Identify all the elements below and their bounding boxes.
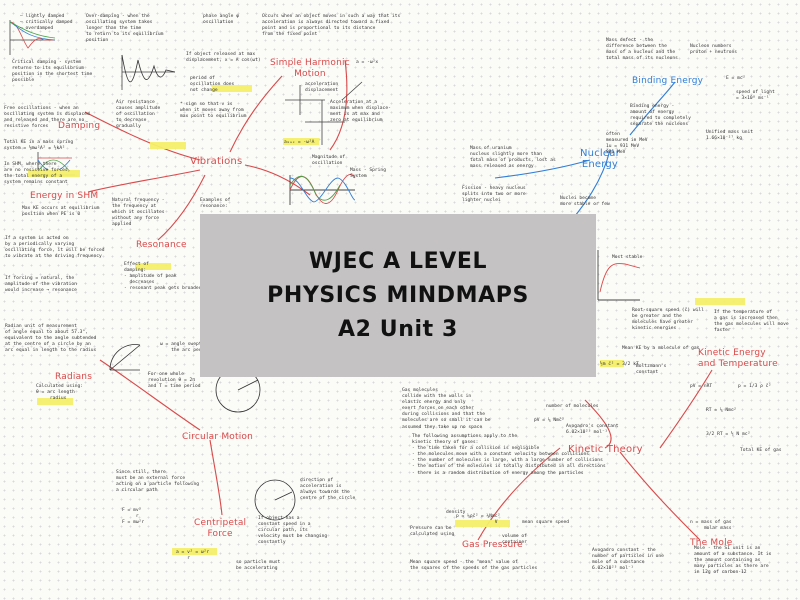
note: Binding energy - amount of energy requir… (630, 104, 691, 128)
note: period of oscillation does not change (190, 76, 235, 94)
note: — lightly damped — critically damped — o… (20, 14, 73, 32)
note: a = -ω²x (356, 60, 379, 65)
note: * sign so that v is when it moves away f… (180, 102, 247, 120)
note: Nuclei become more stable or few (560, 196, 610, 208)
note: p = ⅓ρc̄² = ⅓Nmc² V (456, 514, 501, 526)
note: Magnitude of oscillation (312, 155, 346, 167)
note: speed of light = 3×10⁸ ms⁻¹ (736, 90, 775, 102)
topic-damping: Damping (58, 121, 101, 131)
topic-gas-pressure: Gas Pressure (462, 540, 523, 550)
topic-nuclear-energy: Nuclear Energy (580, 148, 620, 170)
note: Mean KE by a molecule of gas (622, 346, 700, 351)
note: Max KE occurs at equilibrium position wh… (22, 206, 100, 218)
note: Calculated using: θ = arc length radius (36, 384, 84, 402)
topic-resonance: Resonance (136, 240, 187, 250)
note: Total KE in a mass spring system = ½mω²A… (4, 140, 74, 152)
note: 3/2 RT = ½ N mc² (706, 432, 751, 437)
topic-vibrations: Vibrations (190, 156, 243, 167)
note: mean square speed (522, 520, 570, 525)
note: pV = nRT (690, 384, 713, 389)
highlight (212, 85, 252, 92)
topic-centripetal-force: Centripetal Force (194, 518, 247, 539)
note: ½m c̄² = 3/2 kT (600, 362, 639, 367)
note: RT = ⅓ Nmc² (706, 408, 737, 413)
note: Boltzmann's constant (636, 364, 667, 376)
topic-energy-in-shm: Energy in SHM (30, 191, 99, 201)
highlight (37, 398, 73, 405)
note: Mass of uranium nucleus slightly more th… (470, 146, 556, 170)
highlight (455, 520, 510, 527)
note: Occurs when an object moves in such a wa… (262, 14, 401, 38)
note: Mean square speed - the "mean" value of … (410, 560, 538, 572)
highlight (28, 170, 80, 177)
note: Gas molecules collide with the walls in … (402, 388, 491, 430)
topic-the-mole: The Mole (690, 538, 733, 548)
note: Natural frequency - the frequency at whi… (112, 198, 165, 228)
topic-radians: Radians (55, 372, 93, 382)
topic-binding-energy: Binding Energy (632, 76, 704, 86)
highlight (172, 548, 217, 555)
note: E = mc² (726, 76, 746, 81)
note: n = mass of gas molar mass (690, 520, 732, 532)
note: acceleration displacement (305, 82, 339, 94)
note: If object has a constant speed in a circ… (258, 516, 328, 546)
note: If object released at max displacement, … (186, 52, 261, 64)
note: Acceleration at a maximum when displace-… (330, 100, 391, 124)
note: If the temperature of a gas is increased… (714, 310, 789, 334)
topic-kinetic-theory: Kinetic Theory (568, 444, 643, 455)
note: Avogadro's constant 6.02×10²³ mol⁻¹ (566, 424, 619, 436)
note: Total KE of gas (740, 448, 782, 453)
note: Most stable (612, 255, 643, 260)
note: Radian unit of measurement of angle equa… (5, 324, 97, 354)
note: Critical damping - system returns to its… (12, 60, 93, 84)
note: Unified mass unit 1.66×10⁻²⁷ kg (706, 130, 754, 142)
note: aₘₐₓ = -ω²A (284, 140, 315, 145)
note: phase angle φ oscillation (203, 14, 239, 26)
note: Mass defect - the difference between the… (606, 38, 678, 62)
note: often measured in MeV 1u = 931 MeV 931 M… (606, 132, 648, 156)
highlight (135, 263, 171, 270)
note: Nucleon numbers proton + neutrons (690, 44, 738, 56)
topic-simple-harmonic-motion: Simple Harmonic Motion (270, 58, 350, 79)
note: Free oscillations - when an oscillating … (4, 106, 90, 130)
note: Mass - Spring System (350, 168, 386, 180)
title-line-3: A2 Unit 3 (338, 316, 458, 342)
note: If a system is acted on by a periodicall… (5, 236, 105, 260)
note: Root-square speed (c̄) will be greater a… (632, 308, 704, 332)
note: For one whole revolution θ = 2π and T = … (148, 372, 201, 390)
title-line-1: WJEC A LEVEL (308, 248, 488, 274)
highlight (600, 360, 624, 367)
note: direction of acceleration is always towa… (300, 478, 356, 502)
note: a = v² = ω²r r (176, 550, 210, 562)
note: Pressure can be calculated using (410, 526, 455, 538)
note: number of molecules (546, 404, 599, 409)
note: p = 1/3 ρ c̄² (738, 384, 772, 389)
title-line-2: PHYSICS MINDMAPS (267, 282, 529, 308)
highlight (150, 142, 186, 149)
note: Air resistance causes amplitude of oscil… (116, 100, 161, 130)
title-banner: WJEC A LEVEL PHYSICS MINDMAPS A2 Unit 3 (200, 214, 596, 377)
note: F = mv² r F = mω²r (122, 508, 145, 526)
note: Effect of damping: - amplitude of peak d… (124, 262, 202, 292)
note: Since still, there must be an external f… (116, 470, 199, 494)
topic-kinetic-energy-temperature: Kinetic Energy and Temperature (698, 348, 778, 369)
note: In SHM, where there are no resistive for… (4, 162, 71, 186)
note: pV = ⅓ Nmc̄² (534, 418, 565, 423)
note: volume of container (502, 534, 527, 546)
note: Fission - heavy nucleus splits into two … (462, 186, 526, 204)
topic-circular-motion: Circular Motion (182, 432, 254, 442)
note: Over-damping - when the oscillating syst… (86, 14, 164, 44)
note: Examples of resonance: (200, 198, 231, 210)
note: density (446, 510, 466, 515)
note: The following assumptions apply to the k… (412, 434, 606, 476)
highlight (695, 298, 745, 305)
highlight (283, 138, 319, 145)
note: Mole - the SI unit is an amount of a sub… (694, 546, 772, 576)
note: Avogadro constant - the number of partic… (592, 548, 664, 572)
note: so particle must be accelerating (236, 560, 281, 572)
note: If forcing = natural, the amplitude of t… (5, 276, 77, 294)
